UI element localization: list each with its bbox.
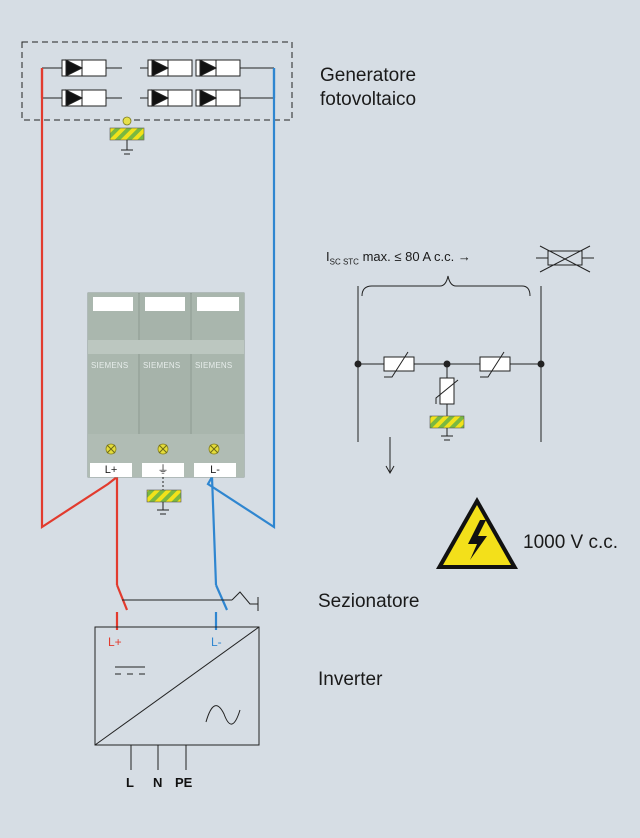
pv-string-bottom [42,89,274,107]
output-pe: PE [175,775,193,790]
spd-schematic [354,275,545,475]
inverter-positive-label: L+ [108,635,122,649]
spd-brand-2: SIEMENS [143,361,181,370]
pv-earth-terminal [109,116,145,155]
surge-protection-device [87,292,245,478]
output-n: N [153,775,163,790]
terminal-earth: ⏚ [142,463,184,477]
spd-brand-1: SIEMENS [91,361,129,370]
inverter-negative-label: L- [211,635,222,649]
schematic-earth-terminal [429,415,465,441]
spd-brand-3: SIEMENS [195,361,233,370]
pv-generator-label: Generatore fotovoltaico [320,64,416,112]
isc-subscript: SC STC [329,257,359,267]
disconnector-link [122,591,259,611]
crossed-fuse-icon [536,245,594,273]
pv-generator-label-line2: fotovoltaico [320,89,417,110]
terminal-screws [105,443,220,455]
spd-earth-terminal [146,477,182,515]
positive-line-main [40,68,119,585]
isc-symbol: I [326,249,330,264]
positive-switch-blade [115,584,129,611]
negative-line-main [206,68,276,586]
pv-generator-enclosure [21,41,293,121]
pv-string-top [42,59,274,77]
terminal-negative: L- [194,463,236,477]
voltage-label: 1000 V c.c. [523,532,619,553]
disconnector-label: Sezionatore [318,591,420,612]
isc-text: max. ≤ 80 A c.c. → [358,249,471,264]
terminal-positive: L+ [90,463,132,477]
output-l: L [126,775,134,790]
inverter-box [94,626,260,770]
pv-generator-label-line1: Generatore [320,65,417,86]
isc-rating-label: ISC STC max. ≤ 80 A c.c. → [326,249,471,267]
high-voltage-warning-icon [436,497,518,569]
negative-switch-blade [214,584,229,611]
inverter-label: Inverter [318,669,383,690]
